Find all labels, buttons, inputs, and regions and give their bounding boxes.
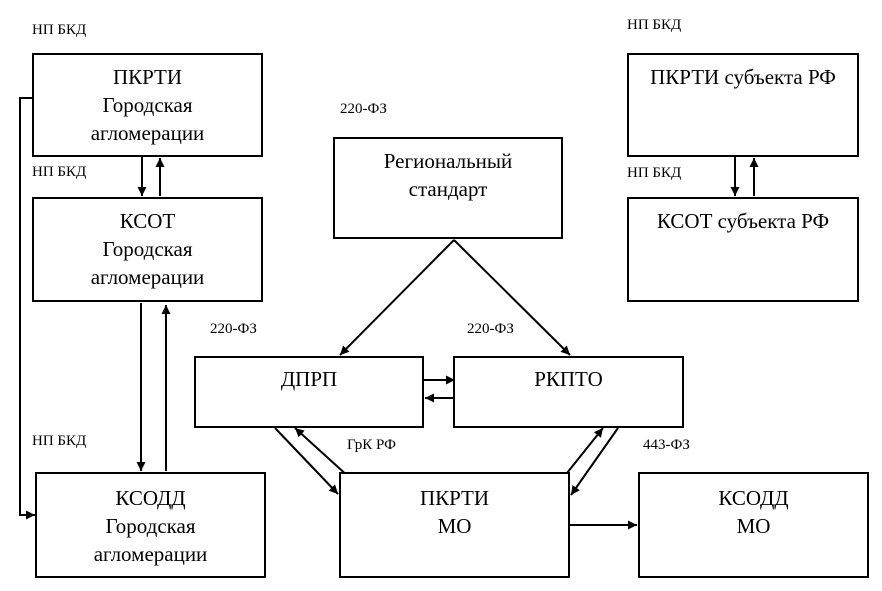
box-line: КСОТ	[119, 209, 176, 233]
box-pkrti-agglomeration: ПКРТИ Городская агломерации	[32, 53, 263, 157]
label-np-bkd: НП БКД	[32, 433, 87, 449]
box-ksot-subject: КСОТ субъекта РФ	[627, 197, 859, 302]
box-pkrti-mo: ПКРТИ МО	[339, 472, 570, 578]
box-line: Городская	[105, 514, 196, 538]
box-line: агломерации	[90, 265, 205, 289]
box-line: ДПРП	[280, 367, 338, 391]
arrow-dprp-to-pkrti-mo	[274, 427, 339, 495]
arrow-rkpto-to-pkrti-mo	[570, 427, 619, 496]
box-line: Городская	[102, 93, 193, 117]
box-line: КСОДД	[718, 486, 789, 510]
box-pkrti-subject: ПКРТИ субъекта РФ	[627, 53, 859, 157]
label-220-fz: 220-ФЗ	[340, 101, 387, 117]
label-220-fz: 220-ФЗ	[210, 321, 257, 337]
box-line: КСОТ субъекта РФ	[656, 209, 830, 233]
box-ksot-agglomeration: КСОТ Городская агломерации	[32, 197, 263, 302]
label-443-fz: 443-ФЗ	[643, 437, 690, 453]
box-line: РКПТО	[534, 367, 603, 391]
label-np-bkd: НП БКД	[32, 164, 87, 180]
arrow-pkrti-ga-to-ksodd-ga	[19, 97, 35, 520]
box-line: КСОДД	[115, 486, 186, 510]
arrow-pkrti-mo-to-dprp	[294, 427, 351, 479]
box-line: агломерации	[90, 121, 205, 145]
label-np-bkd: НП БКД	[627, 17, 682, 33]
box-line: ПКРТИ	[112, 65, 183, 89]
box-ksodd-agglomeration: КСОДД Городская агломерации	[35, 472, 266, 578]
box-line: ПКРТИ	[419, 486, 490, 510]
box-ksodd-mo: КСОДД МО	[638, 472, 869, 578]
box-rkpto: РКПТО	[453, 356, 684, 428]
label-np-bkd: НП БКД	[32, 22, 87, 38]
box-line: агломерации	[93, 542, 208, 566]
arrow-standard-to-rkpto	[453, 239, 571, 356]
label-grk-rf: ГрК РФ	[347, 437, 396, 453]
box-line: стандарт	[408, 177, 488, 201]
box-line: Городская	[102, 237, 193, 261]
arrow-standard-to-dprp	[339, 239, 455, 356]
box-regional-standard: Региональный стандарт	[333, 137, 563, 239]
label-np-bkd: НП БКД	[627, 165, 682, 181]
box-line: ПКРТИ субъекта РФ	[650, 65, 836, 89]
box-line: МО	[437, 514, 472, 538]
box-line: МО	[736, 514, 771, 538]
box-dprp: ДПРП	[194, 356, 424, 428]
arrow-pkrti-mo-to-rkpto	[562, 427, 604, 479]
label-220-fz: 220-ФЗ	[467, 321, 514, 337]
box-line: Региональный	[383, 149, 513, 173]
